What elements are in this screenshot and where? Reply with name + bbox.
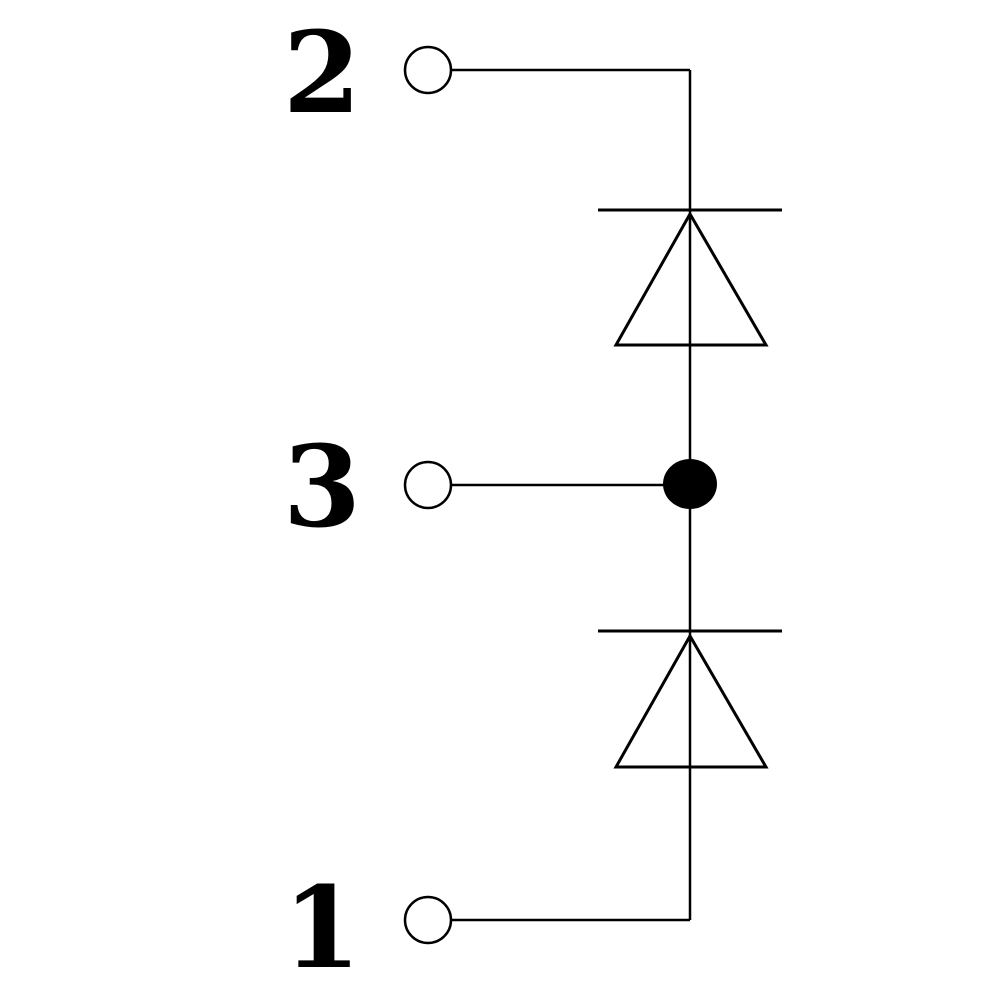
- diode-lower-triangle: [613, 632, 769, 769]
- terminal-pin-3: [403, 460, 453, 510]
- diode-lower: [598, 629, 782, 769]
- terminal-pin-1: [403, 895, 453, 945]
- terminal-pin-2: [403, 45, 453, 95]
- wires: [452, 68, 692, 922]
- diode-upper: [598, 208, 782, 347]
- diode-upper-triangle: [613, 210, 769, 347]
- pin-label-1: 1: [283, 863, 361, 994]
- pin-label-3: 3: [283, 422, 361, 553]
- junction-node-3: [663, 459, 717, 509]
- pin-label-2: 2: [283, 8, 361, 139]
